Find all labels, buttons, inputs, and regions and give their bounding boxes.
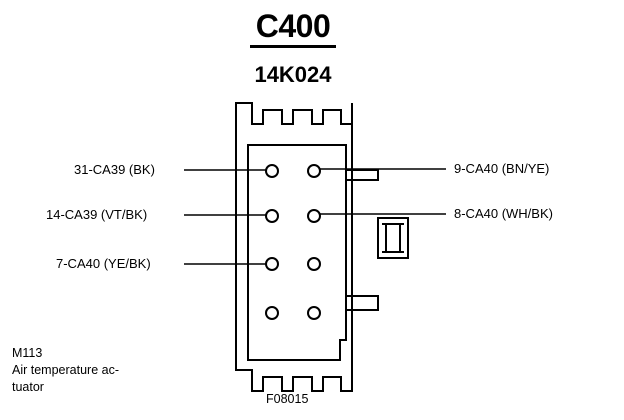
- pin-label-right-2: 8-CA40 (WH/BK): [454, 206, 553, 221]
- pin-cavity: [307, 164, 321, 178]
- pin-cavity: [307, 257, 321, 271]
- pin-label-right-1: 9-CA40 (BN/YE): [454, 161, 550, 176]
- pin-cavity: [265, 306, 279, 320]
- pin-cavities: [265, 164, 321, 320]
- caption-line: Air temperature ac-: [12, 363, 119, 377]
- connector-housing: [235, 102, 409, 392]
- pin-cavity: [265, 257, 279, 271]
- pin-label-left-1: 31-CA39 (BK): [74, 162, 155, 177]
- pin-label-left-2: 14-CA39 (VT/BK): [46, 207, 148, 222]
- title-underline: [250, 45, 336, 48]
- part-number: 14K024: [254, 62, 332, 87]
- component-caption: M113 Air temperature ac- tuator: [12, 345, 172, 396]
- caption-line: tuator: [12, 380, 44, 394]
- connector-id: C400: [255, 8, 331, 44]
- pin-label-left-3: 7-CA40 (YE/BK): [56, 256, 151, 271]
- pin-cavity: [307, 209, 321, 223]
- leader-lines: [184, 168, 446, 265]
- pin-cavity: [307, 306, 321, 320]
- pin-cavity: [265, 164, 279, 178]
- pin-cavity: [265, 209, 279, 223]
- figure-reference: F08015: [266, 392, 309, 406]
- caption-line: M113: [12, 346, 43, 360]
